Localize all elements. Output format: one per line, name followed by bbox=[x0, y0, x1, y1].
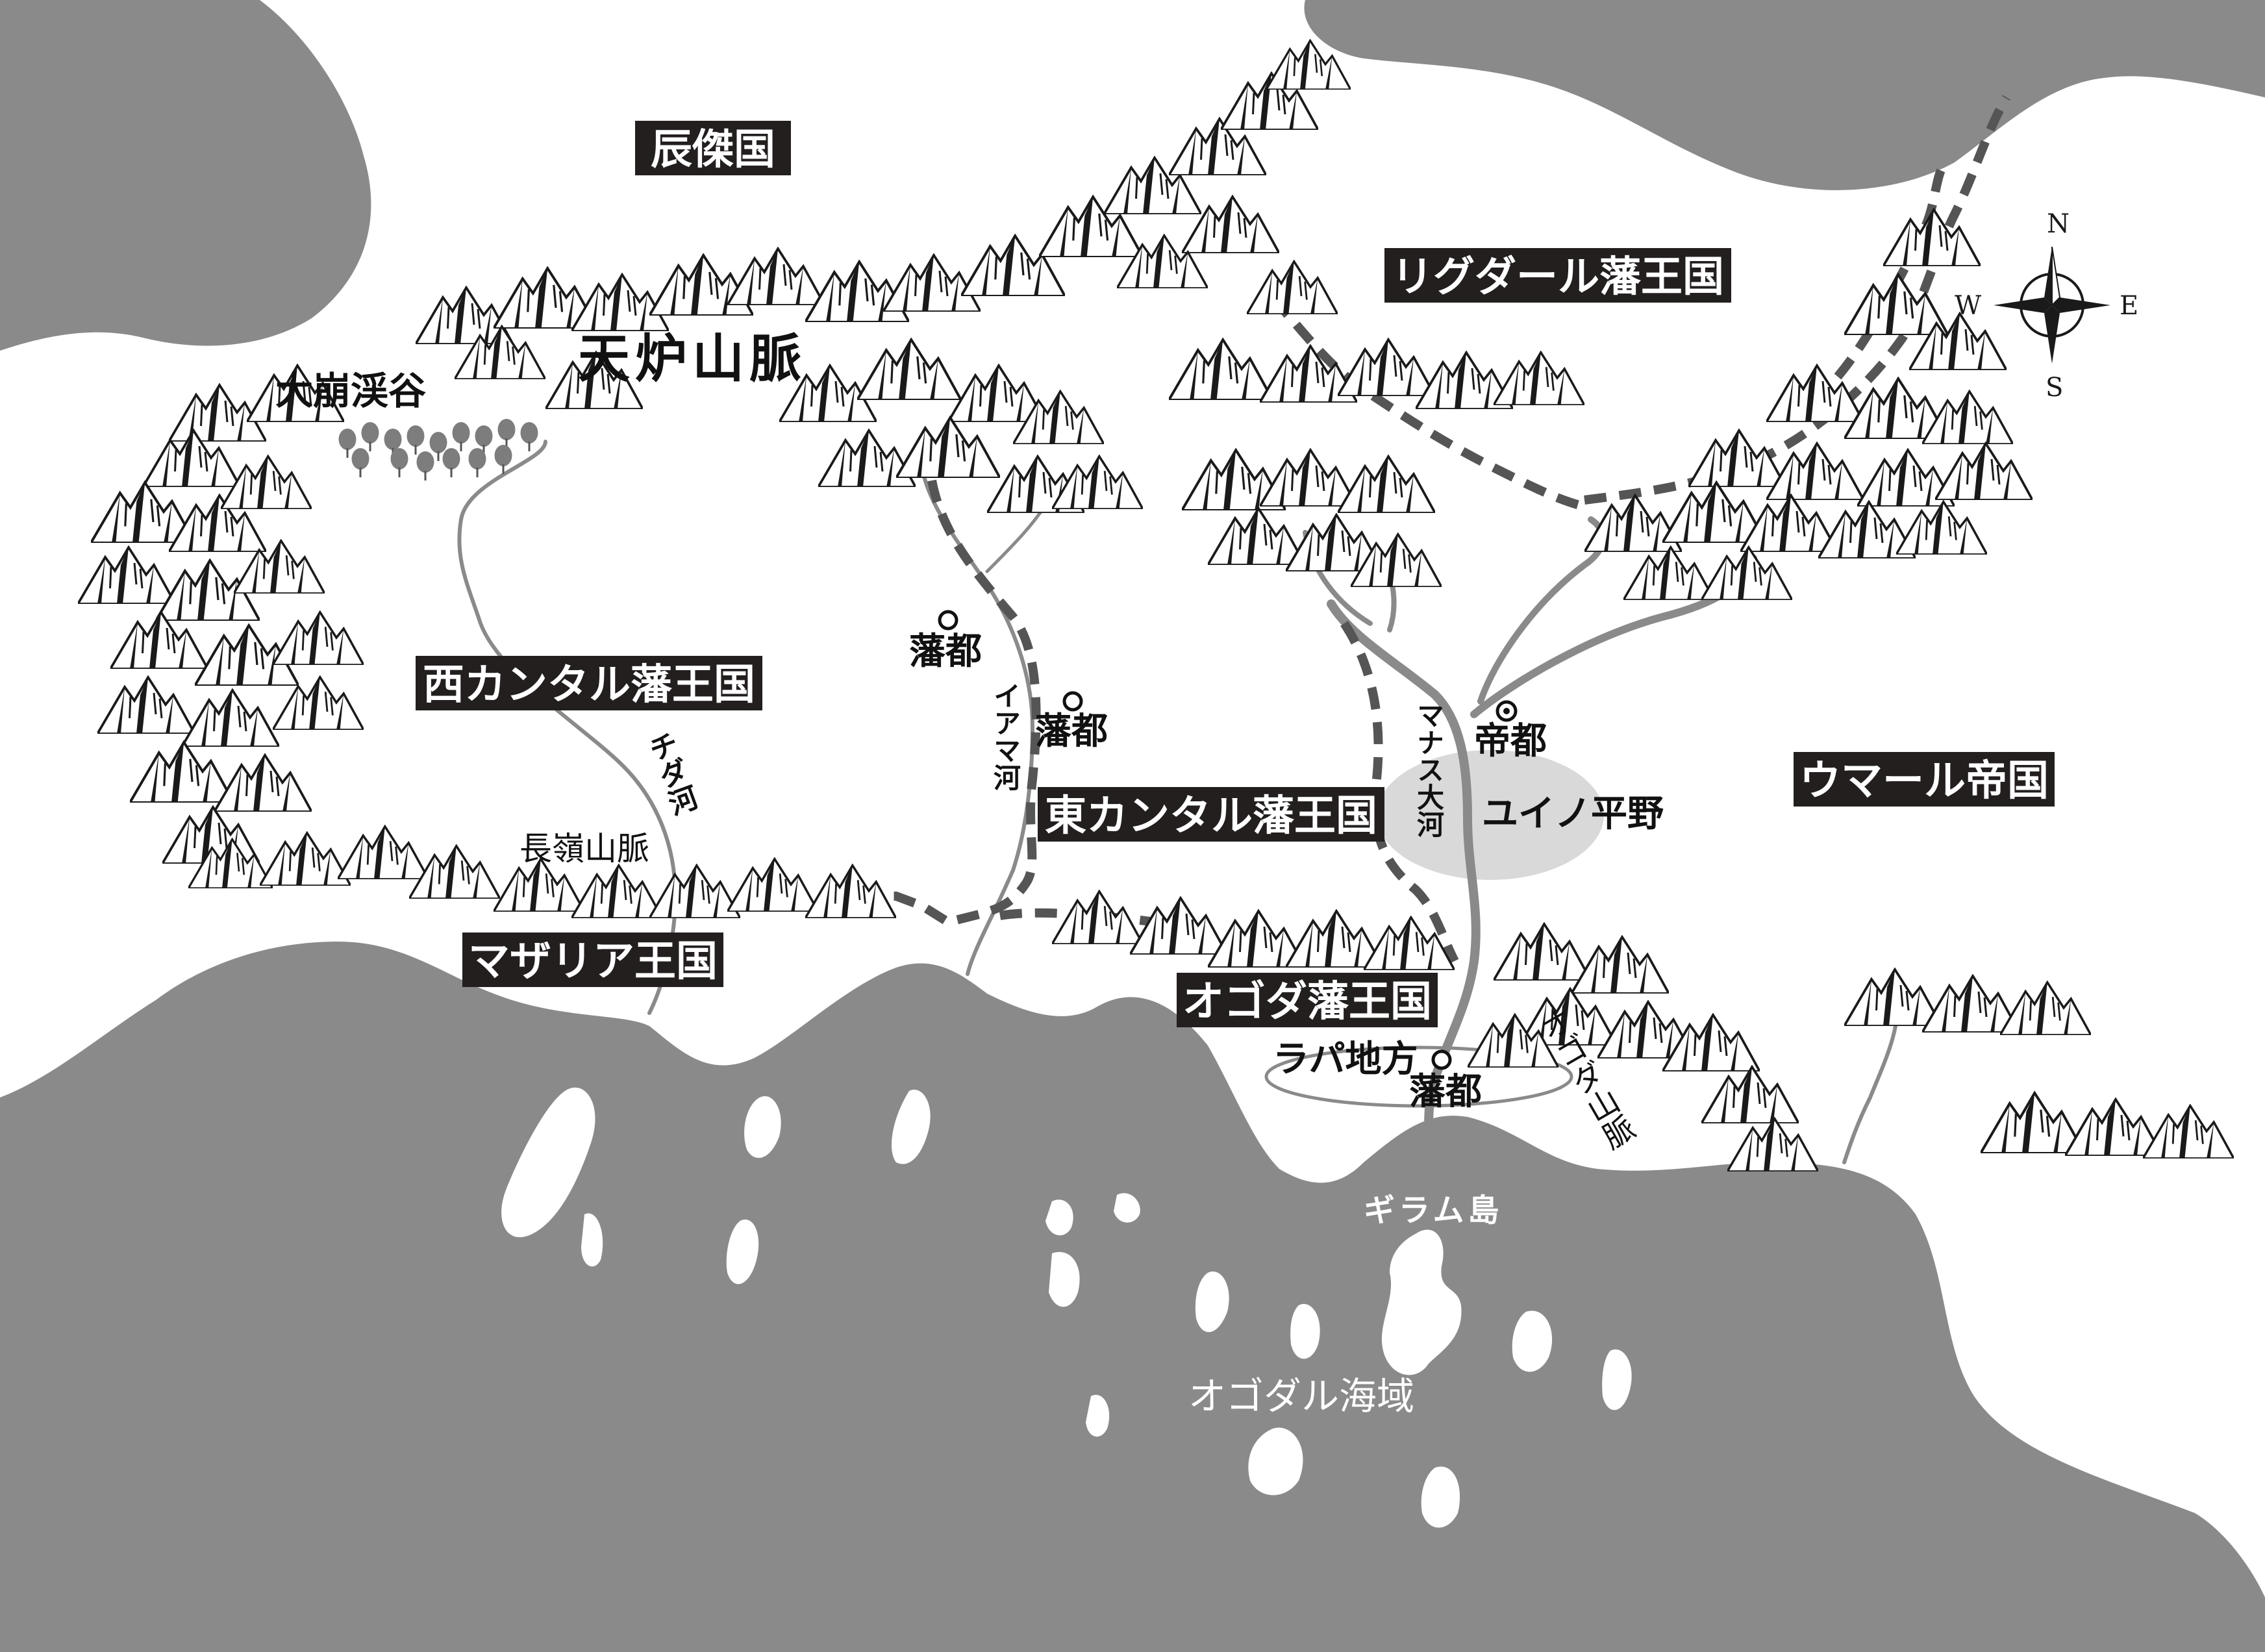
northwest-sea bbox=[0, 0, 371, 351]
label-manasu: マナス大河 bbox=[1413, 701, 1445, 838]
label-east-kantal: 東カンタル藩王国 bbox=[1045, 792, 1377, 840]
northeast-sea bbox=[1304, 0, 2265, 190]
label-ogodaru-sea: オゴダル海域 bbox=[1188, 1374, 1414, 1418]
label-daihou: 大崩渓谷 bbox=[275, 369, 426, 413]
label-chorei: 長嶺山脈 bbox=[519, 830, 649, 868]
label-teito: 帝都 bbox=[1474, 720, 1547, 762]
kingdom-labels: 辰傑国 リグダール藩王国 西カンタル藩王国 東カンタル藩王国 ウマール帝国 マザ… bbox=[416, 121, 2055, 1027]
place-markers: 藩都 藩都 帝都 ユイノ平野 藩都 ラパ地方 bbox=[909, 610, 1664, 1113]
label-iama: イアマ河 bbox=[990, 682, 1021, 791]
compass-w: W bbox=[1955, 291, 1981, 321]
yuino-plain bbox=[1377, 750, 1604, 880]
sea-labels: ギラム島 オゴダル海域 bbox=[1188, 1192, 1503, 1418]
label-rapa: ラパ地方 bbox=[1273, 1038, 1418, 1081]
city-marker-hanto3 bbox=[1431, 1049, 1452, 1070]
islands bbox=[501, 1087, 1632, 1528]
label-rigdar: リグダール藩王国 bbox=[1392, 253, 1724, 301]
label-west-kantal: 西カンタル藩王国 bbox=[423, 660, 755, 709]
label-hanto3: 藩都 bbox=[1409, 1070, 1482, 1113]
label-mazaria: マザリア王国 bbox=[468, 937, 718, 986]
label-tenro: 天炉山脈 bbox=[578, 328, 807, 389]
city-marker-hanto1 bbox=[938, 610, 958, 631]
label-umar: ウマール帝国 bbox=[1799, 757, 2049, 805]
label-shinketsu: 辰傑国 bbox=[651, 125, 775, 174]
label-hanto1: 藩都 bbox=[909, 630, 982, 673]
rapa-region bbox=[1264, 1045, 1573, 1108]
compass-n: N bbox=[2047, 209, 2070, 239]
compass-rose-icon: N S W E bbox=[1955, 209, 2138, 403]
compass-s: S bbox=[2046, 373, 2063, 403]
label-ogoda: オゴダ藩王国 bbox=[1183, 977, 1432, 1026]
label-giramu: ギラム島 bbox=[1364, 1192, 1503, 1229]
label-yuino: ユイノ平野 bbox=[1482, 792, 1664, 835]
city-marker-hanto2 bbox=[1062, 691, 1083, 712]
manasu-river bbox=[1327, 599, 1481, 1134]
rigdar-west-border bbox=[1270, 295, 1586, 511]
range-labels: 天炉山脈 大崩渓谷 長嶺山脈 オゴダ山脈 bbox=[275, 328, 1639, 1156]
label-hanto2: 藩都 bbox=[1035, 710, 1108, 753]
compass-e: E bbox=[2120, 291, 2138, 321]
